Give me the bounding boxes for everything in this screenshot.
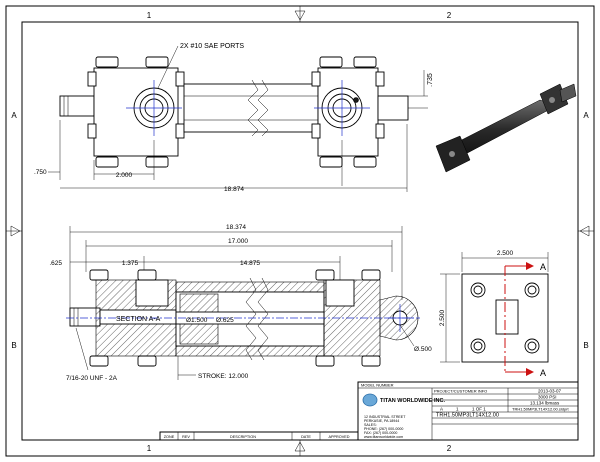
dim-overall-top: 18.874 [224, 186, 244, 193]
dim-port-offset: 1.375 [122, 260, 139, 267]
zone-label-2-bottom: 2 [447, 444, 452, 453]
title-block: MODEL NUMBER PROJECT/CUSTOMER INFO 2013-… [357, 381, 579, 441]
addr-line-2: PERKASIE, PA 18944 [364, 419, 399, 423]
addr-line-4: PHONE: (267) 000-0000 [364, 427, 403, 431]
zone-label-b-right: B [583, 341, 588, 350]
rev-col-approved: APPROVED [328, 435, 349, 439]
zone-label-a-left: A [11, 111, 17, 120]
zone-label-1-bottom: 1 [147, 444, 152, 453]
center-mark-right [579, 225, 590, 237]
dim-rod-ext: .750 [34, 169, 47, 176]
section-mark-top: A [540, 262, 546, 272]
rev-col-date: DATE [301, 435, 311, 439]
port-callout: 2X #10 SAE PORTS [180, 43, 244, 50]
section-view: 18.374 17.000 .625 1.375 14.875 [49, 224, 432, 382]
zone-label-b-left: B [11, 341, 16, 350]
tb-part-number: TRH1.50MP3LT14X12.00 [436, 413, 499, 419]
tb-pressure: 3000 PSI [538, 395, 557, 400]
isometric-view [435, 83, 577, 173]
rev-col-zone: ZONE [164, 435, 175, 439]
section-mark-bottom: A [540, 368, 546, 378]
dim-port-spacing: 2.000 [116, 172, 133, 179]
dim-port-to-port: 14.875 [240, 260, 260, 267]
rev-col-description: DESCRIPTION [230, 435, 256, 439]
company-name: TITAN WORLDWIDE INC. [380, 398, 445, 404]
center-mark-top [294, 10, 306, 21]
zone-label-2-top: 2 [447, 11, 452, 20]
model-number-label: MODEL NUMBER [361, 383, 394, 388]
titan-logo-icon [362, 393, 378, 407]
addr-line-5: FAX: (267) 000-0000 [364, 431, 397, 435]
zone-label-1-top: 1 [147, 11, 152, 20]
end-view: 2.500 2.500 A A [439, 250, 549, 378]
tb-date: 2013-03-07 [538, 389, 562, 394]
dim-body: 17.000 [228, 238, 248, 245]
rev-col-rev: REV [182, 435, 190, 439]
dim-bore: Ø1.500 [186, 317, 208, 324]
tb-scale: 1 [456, 407, 459, 412]
revision-table: ZONE REV DESCRIPTION DATE APPROVED [159, 431, 359, 441]
dim-rod-height: .735 [427, 73, 434, 87]
tb-weight: 13.134 lbmass [530, 401, 560, 406]
center-mark-left [10, 225, 21, 237]
addr-line-6: www.titanworldwide.com [364, 435, 403, 439]
dim-left-offset: .625 [49, 260, 62, 267]
dim-rod: Ø.625 [216, 317, 234, 324]
end-dim-width: 2.500 [497, 250, 514, 257]
thread-callout: 7/16-20 UNF - 2A [66, 375, 118, 382]
tb-file: TRH1.50MP3LT14X12.00.sldprt [512, 407, 570, 412]
zone-label-a-right: A [583, 111, 589, 120]
dim-clevis: Ø.500 [414, 346, 432, 353]
customer-label: PROJECT/CUSTOMER INFO [434, 389, 487, 394]
center-mark-bottom [294, 441, 306, 452]
tb-size: A [440, 407, 443, 412]
section-label: SECTION A-A [116, 316, 161, 323]
tb-sheet: 1 OF 1 [472, 407, 486, 412]
addr-line-3: SALES: [364, 423, 377, 427]
dim-stroke: STROKE: 12.000 [198, 373, 249, 380]
addr-line-1: 12 INDUSTRIAL STREET [364, 415, 406, 419]
dim-overall-section: 18.374 [226, 224, 246, 231]
top-view: 2X #10 SAE PORTS .735 .750 2.000 18.874 [34, 43, 434, 193]
end-dim-height: 2.500 [439, 309, 446, 326]
